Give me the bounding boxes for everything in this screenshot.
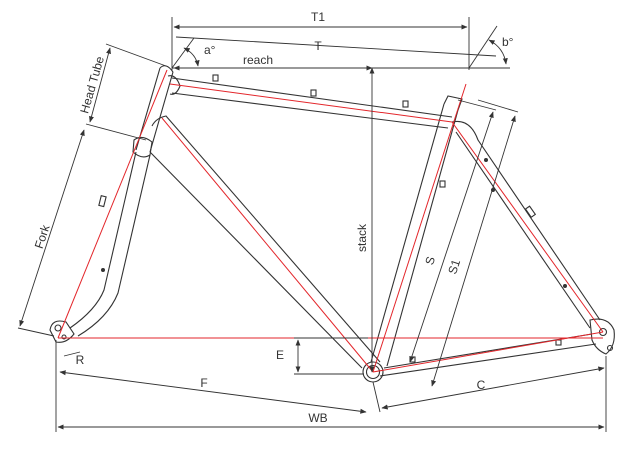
fork-dropout (49, 320, 75, 343)
label-a-angle: a° (204, 43, 216, 57)
label-s1: S1 (445, 257, 463, 276)
label-r: R (76, 353, 85, 367)
seat-tube (370, 95, 463, 367)
fork (69, 151, 151, 337)
label-stack: stack (355, 223, 369, 252)
labels: T1 T reach a° b° Head Tube Fork stack S … (32, 10, 514, 425)
label-reach: reach (243, 53, 273, 67)
label-f: F (200, 376, 207, 390)
label-s: S (422, 255, 438, 267)
label-c: C (477, 378, 486, 392)
frame (49, 65, 615, 383)
label-t1: T1 (311, 10, 325, 24)
label-head-tube: Head Tube (77, 54, 107, 115)
label-wb: WB (308, 411, 327, 425)
dimension-lines (17, 17, 607, 432)
label-b-angle: b° (502, 35, 514, 49)
rear-dropout (589, 318, 615, 355)
label-t: T (314, 39, 322, 53)
label-e: E (276, 348, 284, 362)
top-tube (167, 74, 453, 129)
down-tube (149, 115, 381, 369)
head-tube (132, 65, 174, 158)
